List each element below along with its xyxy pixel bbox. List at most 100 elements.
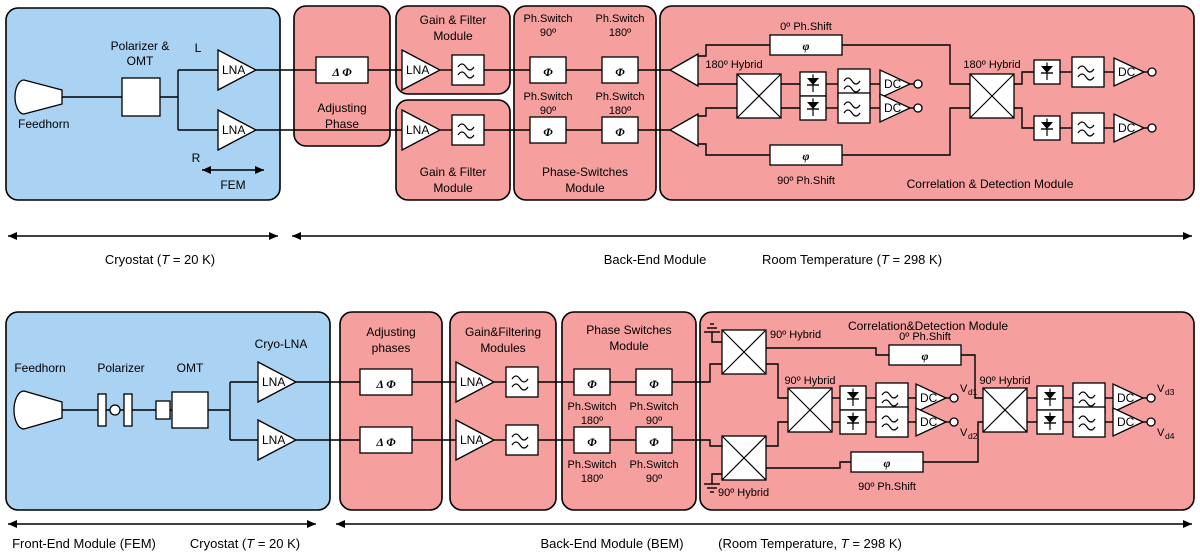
phase-switch-box bbox=[601, 116, 639, 144]
ph-switch-deg: 180º bbox=[609, 105, 631, 117]
hybrid-90 bbox=[982, 387, 1028, 433]
detector bbox=[799, 71, 827, 97]
temperature-symbol: T bbox=[246, 536, 255, 551]
ph-switch-label: Ph.Switch bbox=[596, 13, 645, 25]
hybrid-90-label: 90º Hybrid bbox=[718, 487, 769, 499]
gain-filtering-label-line1: Gain&Filtering bbox=[465, 325, 541, 339]
phase-shifter-90 bbox=[850, 451, 924, 473]
output-vd1-label: V bbox=[960, 383, 968, 395]
filter-symbol bbox=[505, 424, 539, 456]
omt-label: OMT bbox=[177, 361, 204, 375]
phase-shifter-0 bbox=[888, 344, 962, 366]
hybrid-180-label: 180º Hybrid bbox=[705, 59, 762, 71]
phase-switch-box bbox=[529, 116, 567, 144]
ph-switch-deg: 180º bbox=[609, 27, 631, 39]
output-vd1-sub: d1 bbox=[968, 387, 978, 397]
polarizer-label: Polarizer bbox=[97, 361, 144, 375]
ph-switch-deg: 180º bbox=[581, 415, 603, 427]
polarizer-omt-box bbox=[121, 77, 161, 117]
ph-switch-deg: 90º bbox=[540, 105, 556, 117]
room-temp-label: Room Temperature (T = 298 K) bbox=[762, 252, 942, 267]
cryostat-label-post: = 20 K) bbox=[169, 252, 215, 267]
fem-extent-arrow bbox=[202, 166, 264, 174]
cryostat-label-post: = 20 K) bbox=[254, 536, 300, 551]
phase-switch-box bbox=[529, 56, 567, 84]
room-label-pre: (Room Temperature, bbox=[718, 536, 841, 551]
adjust-phase-box bbox=[359, 368, 413, 396]
filter-symbol bbox=[837, 92, 871, 124]
shift-90-label: 90º Ph.Shift bbox=[777, 175, 835, 187]
correlation-detection-module-box bbox=[699, 311, 1195, 511]
gain-filter-top-label-line1: Gain & Filter bbox=[420, 13, 487, 27]
phase-switches-module-label-line1: Phase-Switches bbox=[542, 165, 628, 179]
hybrid-180 bbox=[736, 73, 782, 119]
back-end-module-label: Back-End Module (BEM) bbox=[540, 536, 683, 551]
temperature-symbol: T bbox=[881, 252, 890, 267]
correlation-module-label: Correlation & Detection Module bbox=[907, 177, 1074, 191]
detector bbox=[1033, 115, 1061, 141]
phase-shifter-0 bbox=[769, 34, 843, 56]
shift-0-label: 0º Ph.Shift bbox=[899, 331, 951, 343]
phase-switch-box bbox=[573, 368, 611, 396]
output-node bbox=[1147, 67, 1157, 77]
filter-symbol bbox=[1071, 56, 1105, 88]
room-label-post: = 298 K) bbox=[849, 536, 902, 551]
cryostat-label-pre: Cryostat ( bbox=[190, 536, 247, 551]
port-l-label: L bbox=[195, 41, 202, 55]
shift-90-label: 90º Ph.Shift bbox=[858, 481, 916, 493]
output-vd4-label: V bbox=[1157, 427, 1165, 439]
output-vd2-sub: d2 bbox=[968, 431, 978, 441]
hybrid-90-label: 90º Hybrid bbox=[784, 375, 835, 387]
bottom-signal-wires bbox=[62, 323, 1147, 493]
omt-box bbox=[171, 391, 209, 429]
room-label-post: = 298 K) bbox=[889, 252, 942, 267]
waveguide-joint bbox=[155, 400, 171, 420]
shift-0-label: 0º Ph.Shift bbox=[780, 21, 832, 33]
gain-filtering-modules-box bbox=[449, 311, 557, 511]
adjust-phase-box bbox=[359, 426, 413, 454]
ph-switch-label: Ph.Switch bbox=[630, 401, 679, 413]
port-r-label: R bbox=[192, 151, 201, 165]
phase-switches-module-box bbox=[561, 311, 697, 511]
bottom-footer: Front-End Module (FEM) Cryostat (T = 20 … bbox=[8, 520, 1192, 551]
top-diagram: Feedhorn Polarizer & OMT L R FEM Adjusti… bbox=[5, 5, 1195, 267]
hybrid-90-label: 90º Hybrid bbox=[770, 329, 821, 341]
ph-switch-label: Ph.Switch bbox=[524, 91, 573, 103]
hybrid-90-label: 90º Hybrid bbox=[979, 375, 1030, 387]
polarizer-plate bbox=[97, 393, 107, 427]
ph-switch-label: Ph.Switch bbox=[524, 13, 573, 25]
filter-symbol bbox=[505, 366, 539, 398]
cryostat-temp-label: Cryostat (T = 20 K) bbox=[105, 252, 215, 267]
gain-filter-top-label-line2: Module bbox=[433, 29, 473, 43]
temperature-symbol: T bbox=[841, 536, 850, 551]
ph-switch-label: Ph.Switch bbox=[630, 459, 679, 471]
phase-switch-box bbox=[601, 56, 639, 84]
ph-switch-deg: 180º bbox=[581, 473, 603, 485]
output-node bbox=[1146, 393, 1156, 403]
phase-switch-box bbox=[635, 368, 673, 396]
temperature-symbol: T bbox=[161, 252, 170, 267]
bottom-diagram: Feedhorn Polarizer OMT Cryo-LNA Adjustin… bbox=[5, 311, 1195, 551]
output-node bbox=[949, 417, 959, 427]
detector bbox=[799, 95, 827, 121]
front-end-module-label: Front-End Module (FEM) bbox=[12, 536, 156, 551]
adjusting-phase-label-line2: Phase bbox=[325, 117, 359, 131]
gain-filtering-label-line2: Modules bbox=[480, 341, 525, 355]
adjust-phase-box bbox=[315, 56, 369, 84]
adjusting-phases-label-line2: phases bbox=[372, 341, 411, 355]
detector bbox=[839, 385, 867, 411]
gain-filter-bottom-label-line2: Module bbox=[433, 181, 473, 195]
ph-switch-label: Ph.Switch bbox=[568, 459, 617, 471]
fem-label: FEM bbox=[220, 178, 245, 192]
output-node bbox=[949, 393, 959, 403]
filter-symbol bbox=[451, 114, 485, 146]
gain-filter-bottom-label-line1: Gain & Filter bbox=[420, 165, 487, 179]
room-label-pre: Room Temperature ( bbox=[762, 252, 882, 267]
detector bbox=[1036, 385, 1064, 411]
ph-switch-deg: 90º bbox=[540, 27, 556, 39]
phase-switches-module-label-line2: Module bbox=[565, 181, 605, 195]
feedhorn-shape bbox=[13, 390, 63, 430]
filter-symbol bbox=[1072, 406, 1106, 438]
